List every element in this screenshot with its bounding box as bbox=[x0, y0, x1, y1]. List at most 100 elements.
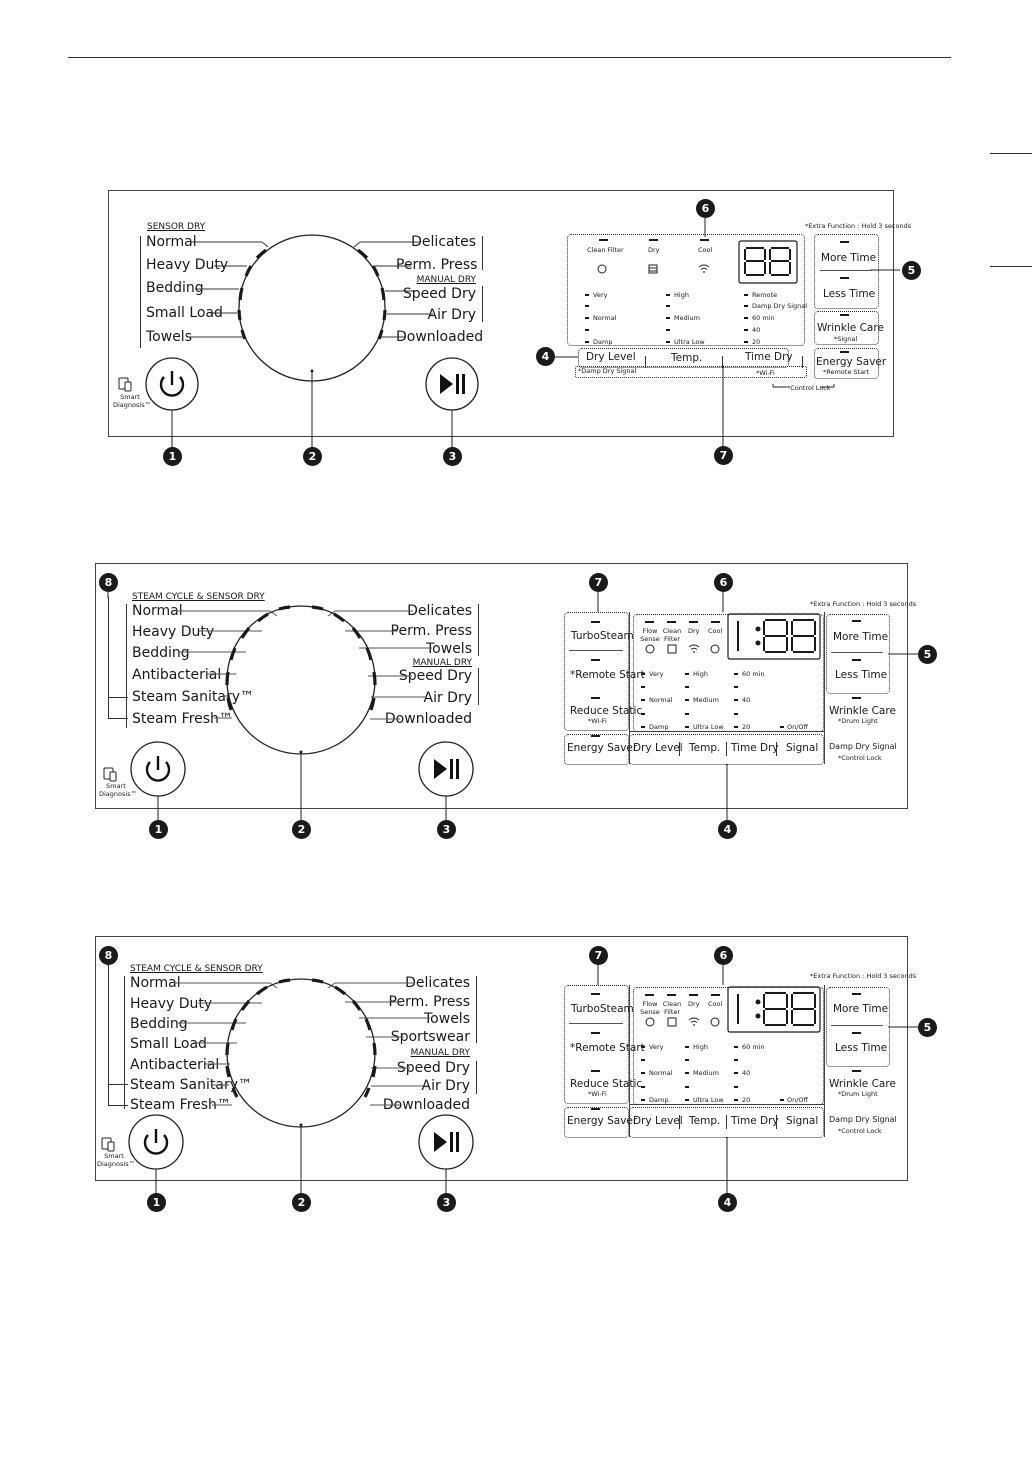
control-lock-subfunction: *Control Lock bbox=[838, 1127, 882, 1135]
signal-button[interactable]: Signal bbox=[786, 1115, 819, 1127]
program-delicates[interactable]: Delicates bbox=[405, 975, 470, 991]
program-speed-dry[interactable]: Speed Dry bbox=[396, 1060, 470, 1076]
program-downloaded[interactable]: Downloaded bbox=[382, 1097, 470, 1113]
program-antibacterial[interactable]: Antibacterial bbox=[132, 667, 222, 683]
time-20: 20 bbox=[742, 723, 751, 731]
energy-saver-button[interactable]: Energy Saver bbox=[567, 1115, 638, 1127]
less-time-button[interactable]: Less Time bbox=[835, 1042, 888, 1054]
program-normal[interactable]: Normal bbox=[132, 603, 183, 619]
sub-function-group bbox=[575, 366, 807, 378]
program-delicates[interactable]: Delicates bbox=[411, 234, 476, 250]
damp-dry-signal-button[interactable]: Damp Dry Signal bbox=[829, 1115, 897, 1124]
program-towels[interactable]: Towels bbox=[426, 641, 472, 657]
program-heavy-duty[interactable]: Heavy Duty bbox=[130, 996, 213, 1012]
program-steam-sanitary[interactable]: Steam Sanitary™ bbox=[132, 689, 254, 705]
program-heavy-duty[interactable]: Heavy Duty bbox=[132, 624, 215, 640]
program-towels[interactable]: Towels bbox=[146, 329, 192, 345]
dry-level-very: Very bbox=[593, 291, 608, 299]
turbosteam-button[interactable]: TurboSteam bbox=[571, 630, 634, 642]
program-steam-fresh[interactable]: Steam Fresh™ bbox=[130, 1097, 231, 1113]
less-time-button[interactable]: Less Time bbox=[823, 288, 876, 300]
dry-level-normal: Normal bbox=[649, 696, 673, 704]
remote-start-subfunction: *Remote Start bbox=[823, 368, 870, 376]
manual-dry-header: MANUAL DRY bbox=[412, 658, 472, 668]
program-heavy-duty[interactable]: Heavy Duty bbox=[146, 257, 229, 273]
program-air-dry[interactable]: Air Dry bbox=[427, 307, 477, 323]
program-small-load[interactable]: Small Load bbox=[130, 1036, 207, 1052]
less-time-button[interactable]: Less Time bbox=[835, 669, 888, 681]
temp-button[interactable]: Temp. bbox=[671, 352, 703, 364]
status-dry: Dry bbox=[688, 627, 700, 635]
side-tab-bottom bbox=[990, 266, 1032, 267]
status-cool: Cool bbox=[698, 246, 713, 254]
callout-3: 3 bbox=[437, 820, 456, 839]
option-buttons-group bbox=[578, 348, 789, 368]
time-dry-button[interactable]: Time Dry bbox=[731, 1115, 779, 1127]
program-antibacterial[interactable]: Antibacterial bbox=[130, 1057, 220, 1073]
remote-start-button[interactable]: *Remote Start bbox=[570, 669, 645, 681]
program-normal[interactable]: Normal bbox=[146, 234, 197, 250]
extra-function-note: *Extra Function : Hold 3 seconds bbox=[810, 600, 917, 608]
left-bracket bbox=[124, 976, 125, 1109]
program-bedding[interactable]: Bedding bbox=[130, 1016, 188, 1032]
smart-diagnosis-label: Smart Diagnosis™ bbox=[99, 782, 138, 798]
temp-high: High bbox=[693, 1043, 708, 1051]
reduce-static-button[interactable]: Reduce Static bbox=[570, 1078, 643, 1090]
wrinkle-care-button[interactable]: Wrinkle Care bbox=[829, 1078, 896, 1090]
temp-button[interactable]: Temp. bbox=[689, 742, 721, 754]
callout-8: 8 bbox=[99, 946, 118, 965]
program-speed-dry[interactable]: Speed Dry bbox=[402, 286, 476, 302]
status-clean-filter: Clean Filter bbox=[662, 627, 682, 643]
callout-7: 7 bbox=[589, 573, 608, 592]
turbosteam-button[interactable]: TurboSteam bbox=[571, 1003, 634, 1015]
wifi-subfunction: *Wi-Fi bbox=[756, 369, 775, 377]
status-flow-sense: Flow Sense bbox=[640, 1000, 660, 1016]
program-perm-press[interactable]: Perm. Press bbox=[396, 257, 478, 273]
program-delicates[interactable]: Delicates bbox=[407, 603, 472, 619]
wrinkle-care-button[interactable]: Wrinkle Care bbox=[817, 322, 884, 334]
program-towels[interactable]: Towels bbox=[424, 1011, 470, 1027]
callout-6: 6 bbox=[696, 199, 715, 218]
dry-level-damp: Damp bbox=[649, 723, 669, 731]
signal-button[interactable]: Signal bbox=[786, 742, 819, 754]
dry-level-damp: Damp bbox=[593, 338, 613, 346]
program-small-load[interactable]: Small Load bbox=[146, 305, 223, 321]
more-time-button[interactable]: More Time bbox=[833, 1003, 889, 1015]
more-time-button[interactable]: More Time bbox=[821, 252, 877, 264]
program-downloaded[interactable]: Downloaded bbox=[396, 329, 484, 345]
more-time-button[interactable]: More Time bbox=[833, 631, 889, 643]
top-rule bbox=[68, 57, 951, 58]
time-buttons-group bbox=[826, 614, 890, 694]
left-bracket bbox=[126, 604, 127, 728]
program-normal[interactable]: Normal bbox=[130, 975, 181, 991]
left-bracket bbox=[140, 236, 141, 348]
dry-level-button[interactable]: Dry Level bbox=[586, 351, 636, 363]
program-downloaded[interactable]: Downloaded bbox=[384, 711, 472, 727]
program-perm-press[interactable]: Perm. Press bbox=[390, 623, 472, 639]
program-air-dry[interactable]: Air Dry bbox=[423, 690, 473, 706]
temp-button[interactable]: Temp. bbox=[689, 1115, 721, 1127]
program-air-dry[interactable]: Air Dry bbox=[421, 1078, 471, 1094]
damp-dry-signal-button[interactable]: Damp Dry Signal bbox=[829, 742, 897, 751]
program-bedding[interactable]: Bedding bbox=[146, 280, 204, 296]
time-dry-button[interactable]: Time Dry bbox=[731, 742, 779, 754]
dry-level-button[interactable]: Dry Level bbox=[633, 1115, 683, 1127]
energy-saver-group bbox=[814, 348, 879, 379]
dry-level-button[interactable]: Dry Level bbox=[633, 742, 683, 754]
energy-saver-button[interactable]: Energy Saver bbox=[816, 356, 887, 368]
program-steam-sanitary[interactable]: Steam Sanitary™ bbox=[130, 1077, 252, 1093]
program-perm-press[interactable]: Perm. Press bbox=[388, 994, 470, 1010]
temp-high: High bbox=[693, 670, 708, 678]
program-speed-dry[interactable]: Speed Dry bbox=[398, 668, 472, 684]
program-steam-fresh[interactable]: Steam Fresh™ bbox=[132, 711, 233, 727]
remote-start-button[interactable]: *Remote Start bbox=[570, 1042, 645, 1054]
energy-saver-button[interactable]: Energy Saver bbox=[567, 742, 638, 754]
time-dry-button[interactable]: Time Dry bbox=[745, 351, 793, 363]
reduce-static-button[interactable]: Reduce Static bbox=[570, 705, 643, 717]
manual-dry-header: MANUAL DRY bbox=[410, 1048, 470, 1058]
wrinkle-care-button[interactable]: Wrinkle Care bbox=[829, 705, 896, 717]
program-bedding[interactable]: Bedding bbox=[132, 645, 190, 661]
program-sportswear[interactable]: Sportswear bbox=[390, 1029, 470, 1045]
